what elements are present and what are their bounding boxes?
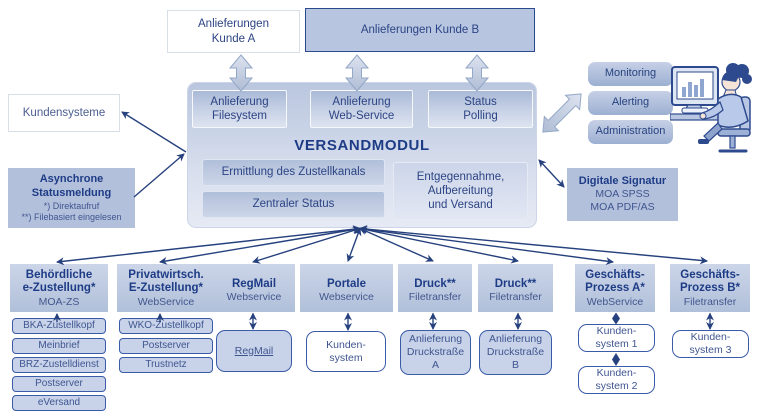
arrow-digitale-signatur xyxy=(538,159,565,188)
node-digitale-signatur: Digitale Signatur MOA SPSS MOA PDF/AS xyxy=(567,168,678,221)
node-kundensystem-3: Kunden- system 3 xyxy=(672,330,749,358)
bar-chart-on-screen xyxy=(682,79,704,97)
node-administration: Administration xyxy=(588,120,673,144)
user-at-computer-illustration xyxy=(670,63,752,153)
column-header-behoerdliche: Behördliche e-Zustellung* MOA-ZS xyxy=(10,264,108,312)
col-title: Privatwirtsch. E-Zustellung* xyxy=(128,268,204,295)
col-sub: Filetransfer xyxy=(489,291,542,304)
node-druckstrasse-a: Anlieferung Druckstraße A xyxy=(400,330,471,375)
node-anlieferung-webservice: Anlieferung Web-Service xyxy=(310,90,413,128)
col-sub: MOA-ZS xyxy=(38,296,80,308)
node-entgegennahme: Entgegennahme, Aufbereitung und Versand xyxy=(393,162,528,220)
node-status-polling: Status Polling xyxy=(428,90,533,128)
node-anlieferungen-kunde-b: Anlieferungen Kunde B xyxy=(305,8,535,52)
col-sub: Filetransfer xyxy=(683,296,737,308)
column-header-portale: Portale Webservice xyxy=(300,264,393,312)
node-wko-zustellkopf: WKO-Zustellkopf xyxy=(119,318,213,334)
person-figure xyxy=(698,63,752,144)
col-title: Druck** xyxy=(414,277,456,290)
col-sub: Webservice xyxy=(226,291,282,304)
chair-post xyxy=(729,135,736,149)
diamond-link-1 xyxy=(612,312,620,325)
node-kundensystem-portale: Kunden- system xyxy=(306,331,386,372)
col-title: Behördliche e-Zustellung* xyxy=(22,268,96,295)
node-bka-zustellkopf: BKA-Zustellkopf xyxy=(12,318,106,334)
column-header-privatwirtsch: Privatwirtsch. E-Zustellung* WebService xyxy=(117,264,215,312)
node-zentraler-status: Zentraler Status xyxy=(202,191,385,218)
col-title: RegMail xyxy=(231,277,277,290)
column-header-druck-b: Druck** Filetransfer xyxy=(478,264,553,312)
column-header-druck-a: Druck** Filetransfer xyxy=(398,264,472,312)
arrow-async-to-versandmodul xyxy=(133,153,185,198)
node-trustnetz: Trustnetz xyxy=(119,357,213,373)
col-sub: WebService xyxy=(586,296,644,308)
column-header-geschaefts-prozess-b: Geschäfts- Prozess B* Filetransfer xyxy=(670,264,750,312)
diamond-link-2 xyxy=(612,353,620,366)
signatur-line-1: MOA SPSS xyxy=(595,188,650,201)
node-anlieferung-filesystem: Anlieferung Filesystem xyxy=(192,90,287,128)
signatur-line-2: MOA PDF/AS xyxy=(590,201,655,214)
async-note-1: *) Direktaufruf xyxy=(43,200,100,211)
async-note-2: **) Filebasiert eingelesen xyxy=(21,212,122,223)
column-header-geschaefts-prozess-a: Geschäfts- Prozess A* WebService xyxy=(575,264,655,312)
col-sub: WebService xyxy=(137,296,195,308)
signatur-title: Digitale Signatur xyxy=(578,175,667,187)
col-title: Geschäfts- Prozess B* xyxy=(679,268,741,295)
node-brz-zustelldienst: BRZ-Zustelldienst xyxy=(12,357,106,373)
node-monitoring: Monitoring xyxy=(588,62,673,86)
node-kundensysteme: Kundensysteme xyxy=(8,94,120,132)
col-sub: Webservice xyxy=(319,291,374,304)
col-sub: Filetransfer xyxy=(408,291,462,304)
node-ermittlung-zustellkanal: Ermittlung des Zustellkanals xyxy=(202,159,385,186)
column-header-regmail: RegMail Webservice xyxy=(213,264,295,312)
col-title: Geschäfts- Prozess A* xyxy=(585,268,645,295)
node-kundensystem-1: Kunden- system 1 xyxy=(578,324,655,352)
node-meinbrief: Meinbrief xyxy=(12,338,106,354)
node-alerting: Alerting xyxy=(588,91,673,115)
versandmodul-title: VERSANDMODUL xyxy=(294,136,430,154)
col-title: Druck** xyxy=(494,277,537,290)
fanout-arrows xyxy=(56,225,708,266)
col-title: Portale xyxy=(327,277,366,290)
async-title: Asynchrone Statusmeldung xyxy=(31,173,112,200)
node-asynchrone-statusmeldung: Asynchrone Statusmeldung *) Direktaufruf… xyxy=(8,168,135,228)
node-regmail-system: RegMail xyxy=(216,330,292,372)
node-druckstrasse-b: Anlieferung Druckstraße B xyxy=(479,330,552,375)
node-postserver-1: Postserver xyxy=(12,376,106,392)
block-arrow-admin xyxy=(542,93,582,133)
node-anlieferungen-kunde-a: Anlieferungen Kunde A xyxy=(167,10,300,53)
node-kundensystem-2: Kunden- system 2 xyxy=(578,366,655,394)
chair-seat xyxy=(717,128,751,137)
node-eversand: eVersand xyxy=(12,395,106,411)
node-postserver-2: Postserver xyxy=(119,338,213,354)
arrow-to-kundensysteme xyxy=(121,111,187,153)
